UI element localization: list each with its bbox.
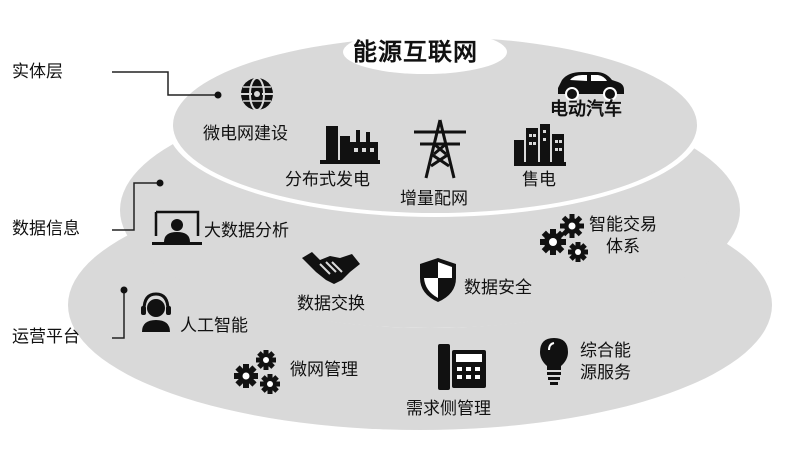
node-big-data: 大数据分析: [204, 221, 289, 241]
layer-label-physical: 实体层: [12, 62, 63, 82]
pylon-icon: [414, 119, 466, 179]
leader-operation: [112, 290, 125, 339]
node-retail: 售电: [522, 170, 556, 190]
layer-label-data: 数据信息: [12, 219, 80, 239]
node-microgrid-build: 微电网建设: [203, 124, 288, 144]
title-pill: [343, 30, 507, 74]
bulb-icon: [540, 338, 568, 385]
handshake-icon: [302, 252, 360, 284]
node-incremental-grid: 增量配网: [400, 189, 468, 209]
globe-icon: [241, 77, 273, 111]
node-distributed-gen: 分布式发电: [285, 170, 370, 190]
gears-icon: [540, 214, 588, 262]
car-icon: [558, 72, 624, 101]
node-data-exchange: 数据交换: [297, 294, 365, 314]
node-microgrid-mgmt: 微网管理: [290, 360, 358, 380]
gears-icon-2: [234, 350, 280, 394]
diagram-title: 能源互联网: [353, 38, 478, 66]
leader-dot-physical: [214, 91, 222, 99]
layer-label-operation: 运营平台: [12, 327, 80, 347]
factory-icon: [320, 126, 380, 164]
shield-icon: [420, 258, 456, 302]
leader-data: [112, 182, 160, 231]
leader-dot-data: [156, 179, 164, 187]
node-ai: 人工智能: [180, 316, 248, 336]
leader-dot-operation: [120, 286, 128, 294]
leader-physical: [112, 71, 218, 96]
headset-user-icon: [141, 292, 171, 332]
node-smart-trading: 智能交易 体系: [589, 215, 657, 257]
node-data-security: 数据安全: [464, 278, 532, 298]
city-icon: [514, 124, 566, 166]
phone-icon: [438, 344, 486, 390]
node-demand-mgmt: 需求侧管理: [406, 399, 491, 419]
screen-user-icon: [152, 210, 202, 245]
node-ev: 电动汽车: [550, 99, 622, 120]
node-energy-service: 综合能 源服务: [580, 341, 631, 383]
